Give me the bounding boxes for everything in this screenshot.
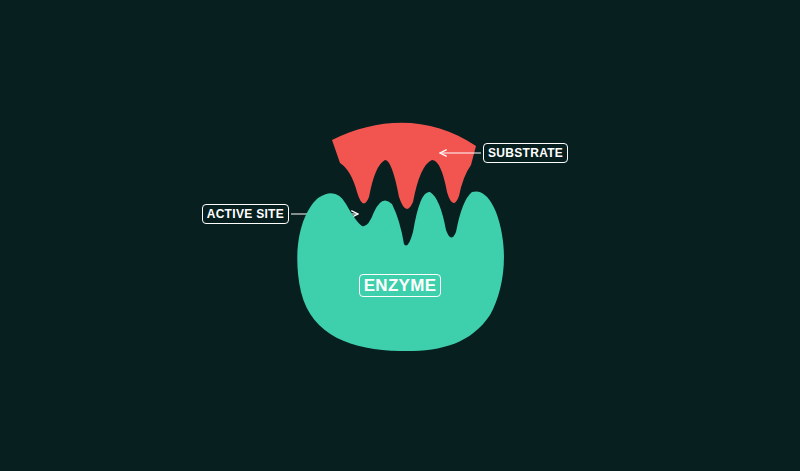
- callout-label: SUBSTRATE: [483, 143, 568, 163]
- substrate-leader: [440, 152, 481, 153]
- enzyme-shape: ENZYME: [296, 183, 510, 353]
- enzyme-label: ENZYME: [359, 274, 442, 297]
- callout-label: ACTIVE SITE: [202, 204, 289, 224]
- enzyme-outline: [296, 183, 510, 353]
- substrate-shape: [332, 123, 476, 209]
